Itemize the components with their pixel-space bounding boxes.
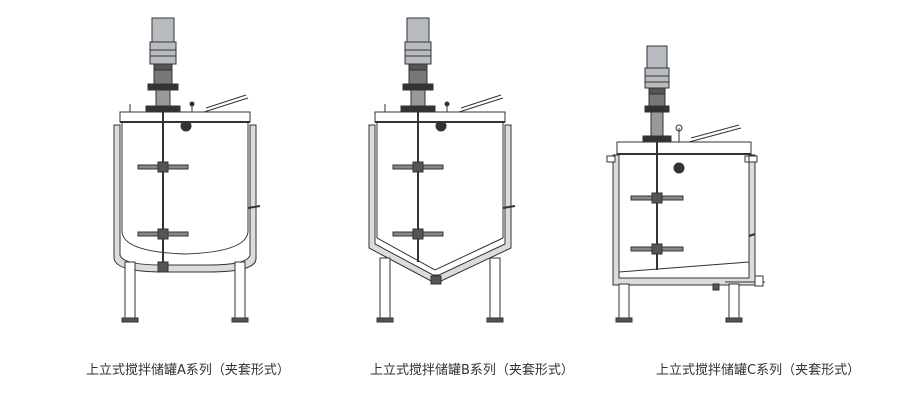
caption-tank-b: 上立式搅拌储罐B系列（夹套形式） (370, 363, 574, 378)
gearbox-icon (145, 69, 181, 113)
tank-c-figure (605, 0, 775, 330)
tank-a-drawing (113, 17, 261, 323)
caption-tank-a: 上立式搅拌储罐A系列（夹套形式） (86, 363, 290, 378)
tank-b-drawing (368, 17, 516, 323)
caption-tank-c: 上立式搅拌储罐C系列（夹套形式） (656, 363, 861, 378)
tank-c-drawing (606, 45, 765, 323)
tank-a-figure (100, 0, 270, 330)
gearbox-icon (400, 69, 436, 113)
gearbox-icon (642, 93, 672, 143)
motor-icon (644, 45, 670, 95)
motor-icon (149, 17, 177, 71)
motor-icon (404, 17, 432, 71)
tank-b-figure (355, 0, 525, 330)
